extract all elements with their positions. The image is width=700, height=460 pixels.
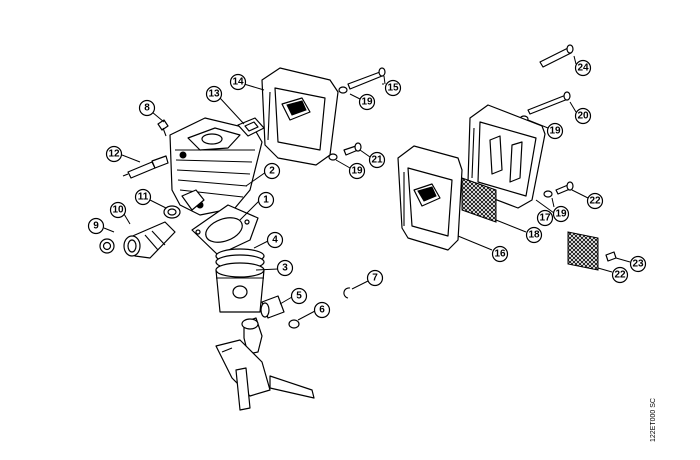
muffler-bolt-long bbox=[338, 67, 386, 94]
svg-text:19: 19 bbox=[361, 97, 373, 108]
callout-14: 14 bbox=[229, 73, 247, 91]
callout-8: 8 bbox=[138, 99, 156, 117]
callout-24: 24 bbox=[574, 59, 592, 77]
callout-18: 18 bbox=[525, 226, 543, 244]
svg-text:19: 19 bbox=[555, 209, 567, 220]
cylinder bbox=[169, 117, 263, 216]
svg-text:12: 12 bbox=[108, 149, 120, 160]
leader-lines bbox=[103, 55, 631, 321]
callout-15: 15 bbox=[384, 79, 402, 97]
intake-manifold bbox=[123, 221, 176, 259]
svg-text:17: 17 bbox=[539, 213, 551, 224]
svg-text:20: 20 bbox=[577, 111, 589, 122]
callout-9: 9 bbox=[87, 217, 105, 235]
callout-11: 11 bbox=[134, 188, 152, 206]
svg-text:10: 10 bbox=[112, 205, 124, 216]
callout-19-upper: 19 bbox=[358, 93, 376, 111]
callout-21-middle: 21 bbox=[368, 151, 386, 169]
svg-text:22: 22 bbox=[589, 196, 601, 207]
svg-text:11: 11 bbox=[138, 192, 149, 203]
hookless-snap-ring bbox=[343, 287, 351, 299]
callout-3: 3 bbox=[276, 259, 294, 277]
circlip bbox=[288, 319, 300, 329]
callout-19-right: 19 bbox=[546, 122, 564, 140]
callout-17: 17 bbox=[536, 209, 554, 227]
svg-text:19: 19 bbox=[351, 166, 363, 177]
svg-text:19: 19 bbox=[549, 126, 561, 137]
callout-2: 2 bbox=[263, 162, 281, 180]
crankshaft bbox=[215, 317, 315, 411]
base-gasket bbox=[191, 204, 259, 256]
callout-6: 6 bbox=[313, 301, 331, 319]
svg-text:13: 13 bbox=[208, 89, 220, 100]
callout-4: 4 bbox=[266, 231, 284, 249]
long-bolt bbox=[539, 44, 574, 68]
callout-21-right: 22 bbox=[586, 192, 604, 210]
hose-clamp bbox=[163, 205, 181, 219]
svg-text:8: 8 bbox=[144, 103, 150, 114]
svg-text:22: 22 bbox=[614, 270, 626, 281]
muffler-upper bbox=[261, 67, 339, 166]
svg-text:4: 4 bbox=[272, 235, 278, 246]
svg-text:6: 6 bbox=[319, 305, 325, 316]
svg-text:15: 15 bbox=[387, 83, 399, 94]
spark-plug bbox=[122, 155, 169, 179]
callout-23: 23 bbox=[629, 255, 647, 273]
housing-bolt-short bbox=[543, 181, 574, 198]
spark-arrestor-screen bbox=[461, 177, 497, 223]
callout-5: 5 bbox=[290, 287, 308, 305]
svg-text:3: 3 bbox=[282, 263, 288, 274]
svg-text:5: 5 bbox=[296, 291, 302, 302]
svg-text:14: 14 bbox=[232, 77, 244, 88]
svg-text:24: 24 bbox=[577, 63, 589, 74]
svg-text:21: 21 bbox=[371, 155, 383, 166]
piston-pin bbox=[260, 295, 285, 319]
piston bbox=[215, 262, 265, 313]
svg-text:7: 7 bbox=[372, 273, 378, 284]
muffler-housing bbox=[467, 104, 546, 209]
callout-7: 7 bbox=[366, 269, 384, 287]
svg-text:18: 18 bbox=[528, 230, 540, 241]
muffler-bolt-short bbox=[328, 142, 362, 161]
decompression-screw bbox=[157, 119, 169, 137]
exhaust-cover bbox=[397, 145, 463, 251]
callout-19-lower-right: 19 bbox=[552, 205, 570, 223]
document-code: 122ET000 SC bbox=[650, 398, 657, 442]
callout-20: 20 bbox=[574, 107, 592, 125]
screen-screw bbox=[605, 251, 617, 262]
svg-text:16: 16 bbox=[494, 249, 506, 260]
cover-bolt bbox=[519, 91, 571, 123]
callout-16: 16 bbox=[491, 245, 509, 263]
intake-ring bbox=[99, 238, 115, 254]
callout-12: 12 bbox=[105, 145, 123, 163]
callout-22: 22 bbox=[611, 266, 629, 284]
svg-text:1: 1 bbox=[263, 195, 269, 206]
callout-10: 10 bbox=[109, 201, 127, 219]
svg-text:2: 2 bbox=[269, 166, 275, 177]
svg-text:9: 9 bbox=[93, 221, 99, 232]
callout-13: 13 bbox=[205, 85, 223, 103]
callout-1: 1 bbox=[257, 191, 275, 209]
svg-text:23: 23 bbox=[632, 259, 644, 270]
exhaust-screen bbox=[567, 231, 599, 271]
callout-19-middle: 19 bbox=[348, 162, 366, 180]
